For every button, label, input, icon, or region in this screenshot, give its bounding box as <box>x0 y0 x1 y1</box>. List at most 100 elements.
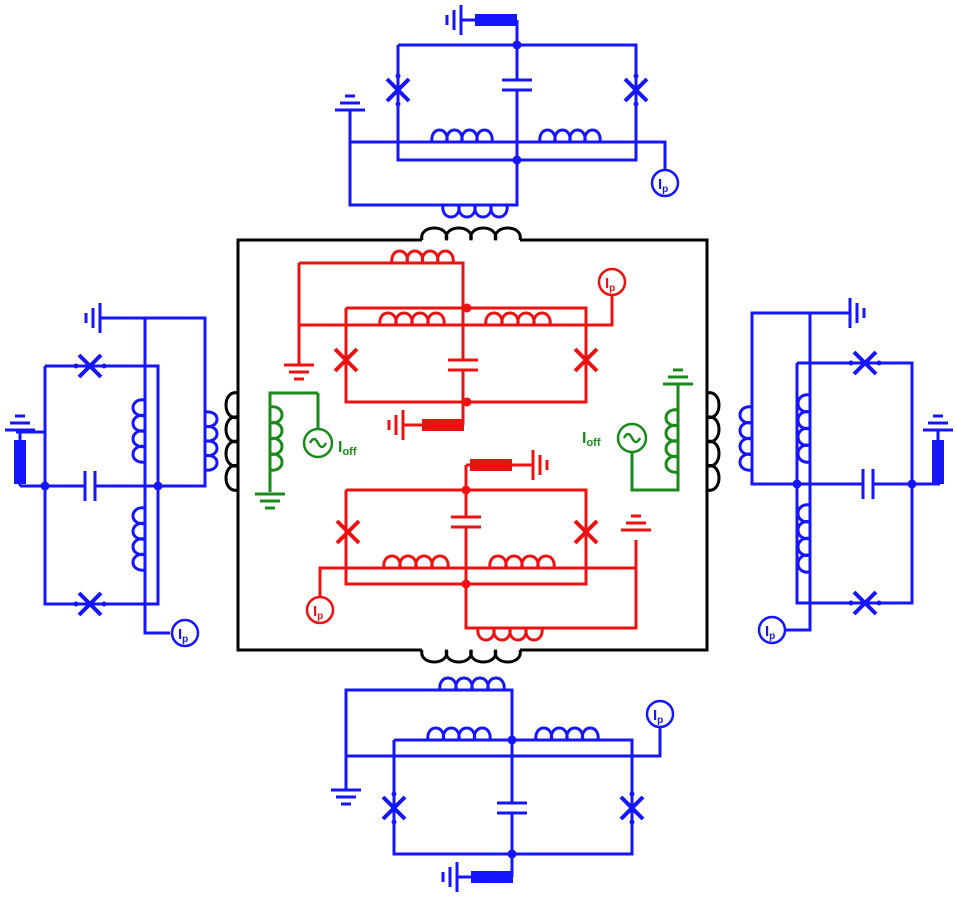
josephson-junction-icon <box>333 347 359 373</box>
current-source-icon: Ip <box>170 618 200 648</box>
ac-source-icon <box>616 422 648 454</box>
pump-label: Ip <box>178 626 188 645</box>
ground-icon <box>331 788 361 806</box>
current-source-icon: Ip <box>757 615 787 645</box>
ground-icon <box>335 94 365 112</box>
junction-node <box>462 303 472 313</box>
junction-stroke <box>852 590 878 616</box>
wire <box>750 311 912 486</box>
inductor-icon <box>224 391 239 492</box>
junction-dot <box>876 600 882 606</box>
resistor-block <box>471 871 513 883</box>
wire <box>344 306 588 404</box>
junction-dot <box>391 819 397 825</box>
junction-node <box>512 40 522 50</box>
capacitor-icon <box>497 801 527 815</box>
pump-subscript: p <box>662 184 668 195</box>
junction-stroke <box>573 347 599 373</box>
junction-stroke <box>77 353 103 379</box>
pump-subscript: p <box>657 715 663 726</box>
inductor-icon <box>382 554 450 569</box>
inductor-icon <box>430 128 494 143</box>
junction-dot <box>101 601 107 607</box>
junction-node <box>462 397 472 407</box>
junction-dot <box>848 600 854 606</box>
junction-node <box>40 481 50 491</box>
ground-icon <box>387 410 405 440</box>
resistor-block <box>422 419 464 431</box>
inductor-icon <box>426 726 492 741</box>
josephson-junction-icon <box>852 590 878 616</box>
junction-stroke <box>573 519 599 545</box>
resistor-block <box>475 14 517 26</box>
wire <box>346 727 662 758</box>
wire <box>795 361 914 605</box>
junction-dot <box>629 791 635 797</box>
inductor-icon <box>269 405 284 472</box>
inductor-icon <box>420 226 522 241</box>
josephson-junction-icon <box>385 77 411 103</box>
wire <box>299 261 465 402</box>
josephson-junction-icon <box>381 795 407 821</box>
wire <box>520 238 709 652</box>
junction-dot <box>633 101 639 107</box>
junction-stroke <box>619 795 645 821</box>
pump-label: Ip <box>653 707 663 726</box>
junction-dot <box>848 360 854 366</box>
junction-node <box>461 485 471 495</box>
inductor-icon <box>796 393 811 464</box>
inductor-icon <box>441 204 509 219</box>
junction-stroke <box>852 350 878 376</box>
josephson-junction-icon <box>335 519 361 545</box>
ground-icon <box>255 492 285 510</box>
junction-dot <box>391 791 397 797</box>
current-source-icon: Ip <box>305 595 335 625</box>
junction-dot <box>395 101 401 107</box>
junction-node <box>507 849 517 859</box>
junction-node <box>512 155 522 165</box>
ground-icon <box>621 514 651 532</box>
ground-icon <box>5 414 35 432</box>
ac-source-icon <box>302 427 334 459</box>
junction-stroke <box>385 77 411 103</box>
inductor-icon <box>204 410 219 472</box>
inductor-icon <box>538 128 602 143</box>
wire <box>45 316 207 488</box>
wire <box>43 364 160 606</box>
offset-subscript: off <box>586 437 600 449</box>
ground-icon <box>445 5 463 35</box>
wire <box>344 688 514 877</box>
josephson-junction-icon <box>852 350 878 376</box>
junction-dot <box>629 819 635 825</box>
capacitor-icon <box>83 471 97 501</box>
wire <box>143 318 170 635</box>
inductor-icon <box>664 408 679 474</box>
current-source-icon: Ip <box>645 699 675 729</box>
ground-icon <box>663 368 693 386</box>
sine-wave <box>622 432 642 444</box>
junction-dot <box>73 363 79 369</box>
inductor-icon <box>488 554 556 569</box>
pump-subscript: p <box>609 283 615 294</box>
capacitor-icon <box>861 469 875 499</box>
offset-subscript: off <box>342 446 356 458</box>
inductor-icon <box>796 503 811 574</box>
ground-icon <box>848 298 866 328</box>
inductor-icon <box>534 726 600 741</box>
inductor-icon <box>438 676 506 691</box>
junction-node <box>907 479 917 489</box>
wire <box>348 20 519 207</box>
wire-layer <box>16 18 940 879</box>
ground-icon <box>284 363 314 381</box>
capacitor-icon <box>451 515 481 529</box>
junction-dot <box>73 601 79 607</box>
josephson-junction-icon <box>573 347 599 373</box>
junction-node <box>792 479 802 489</box>
junction-stroke <box>335 519 361 545</box>
sine-wave <box>308 437 328 449</box>
josephson-junction-icon <box>77 591 103 617</box>
junction-node <box>461 579 471 589</box>
